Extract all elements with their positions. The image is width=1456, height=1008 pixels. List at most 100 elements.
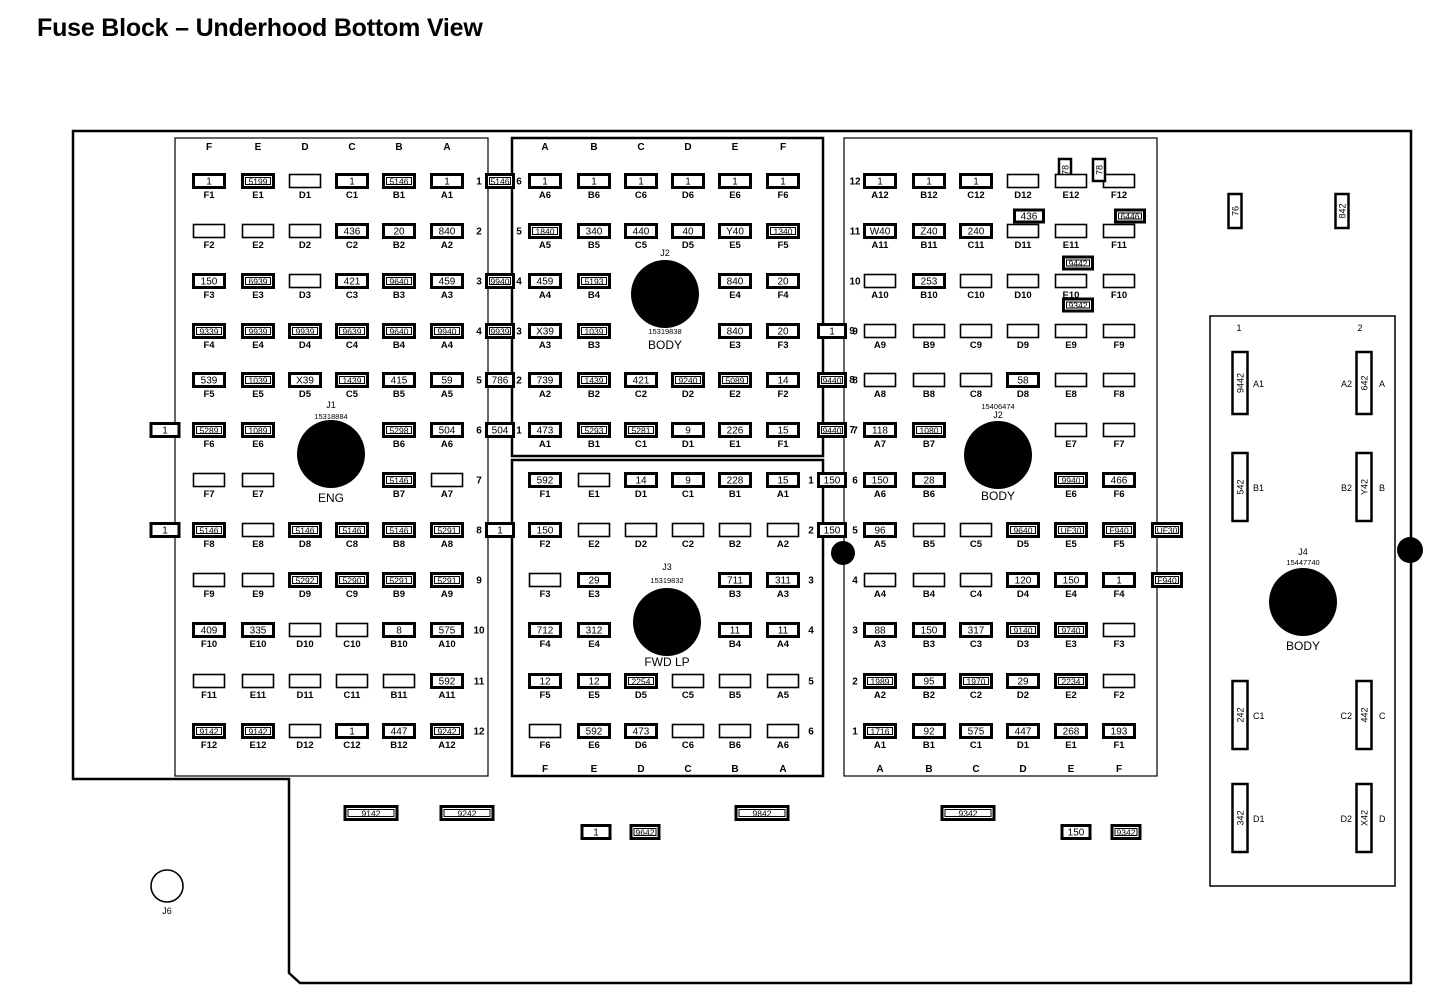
j1-cavity-terminal <box>430 223 464 239</box>
j3-pin-label: A4 <box>777 639 790 650</box>
j2-right-pin-label: C1 <box>970 740 983 751</box>
j2-right-cavity-wire-label: 9940 <box>1062 476 1081 486</box>
j2-top-pin-label: B2 <box>588 389 600 400</box>
j2-top-pin-label: B6 <box>588 190 600 201</box>
j1-pin-label: A4 <box>441 340 454 351</box>
j2-top-cavity-wire-label: 20 <box>777 327 789 338</box>
j3-cavity-terminal <box>718 472 752 488</box>
j3-cavity-wire-label: 11 <box>730 626 741 637</box>
j2-top-pin-label: E4 <box>729 290 741 301</box>
j2-right-pin-label: A5 <box>874 539 887 550</box>
j2-right-pin-label: C4 <box>970 589 983 600</box>
j3-left-terminal-terminal <box>485 522 515 538</box>
j2-right-cavity-terminal <box>959 572 993 588</box>
j1-cavity-wire-label: 6939 <box>249 277 268 287</box>
j1-cavity-terminal <box>382 673 416 689</box>
j2-right-cavity-terminal <box>1054 422 1088 438</box>
j1-pin-label: C8 <box>346 539 358 550</box>
j2-top-connector-label: BODY <box>648 338 682 352</box>
j1-panel <box>174 137 489 777</box>
j1-cavity-wire-label: 1089 <box>249 426 268 436</box>
bottom-loose-terminal-terminal-inner <box>1114 828 1138 836</box>
j2-top-pin-label: B3 <box>588 340 600 351</box>
j2-right-pin-label: E9 <box>1065 340 1077 351</box>
j2-right-cavity-terminal <box>1102 223 1136 239</box>
j2-top-cavity-wire-label: 840 <box>727 277 744 288</box>
j3-row-number: 5 <box>808 677 814 688</box>
j3-cavity-terminal <box>624 723 658 739</box>
j1-cavity-terminal <box>241 622 275 638</box>
j3-cavity-terminal <box>528 622 562 638</box>
j1-cavity-terminal <box>192 572 226 588</box>
j2-right-row-number: 6 <box>852 476 858 487</box>
j1-cavity-wire-label: 5291 <box>390 576 409 586</box>
j2-right-pin-label: F12 <box>1111 190 1127 201</box>
j2-right-cavity-terminal <box>959 323 993 339</box>
j4-pin-label: C2 <box>1340 711 1352 721</box>
j1-pin-label: B11 <box>391 690 409 701</box>
j3-side-terminal-wire-label: 150 <box>824 526 841 537</box>
j2-top-cavity-terminal-inner <box>581 426 607 434</box>
mount-hole <box>1397 537 1423 563</box>
j3-cavity-wire-label: 11 <box>778 626 789 637</box>
j2-right-pin-label: D8 <box>1017 389 1029 400</box>
j1-pin-label: E9 <box>252 589 264 600</box>
j1-pin-label: B8 <box>393 539 405 550</box>
j2-top-pin-label: B5 <box>588 240 601 251</box>
j1-cavity-wire-label: 539 <box>201 376 218 387</box>
j2-top-cavity-terminal <box>577 223 611 239</box>
j2-top-pin-label: A4 <box>539 290 552 301</box>
j2-top-cavity-wire-label: 226 <box>727 426 744 437</box>
j3-cavity-wire-label: 712 <box>537 626 554 637</box>
j2-right-cavity-wire-label: 120 <box>1015 576 1032 587</box>
j2-top-pin-label: E1 <box>729 439 741 450</box>
j2-top-cavity-terminal <box>766 273 800 289</box>
j2-right-row-number: 1 <box>852 727 858 738</box>
j1-pin-label: B5 <box>393 389 406 400</box>
j2-top-cavity-wire-label: Y40 <box>726 227 744 238</box>
j3-row-number: 6 <box>808 727 814 738</box>
standalone-terminal-wire-label: 76 <box>1231 206 1241 216</box>
j2-top-part-number: 15319838 <box>648 327 681 336</box>
bottom-loose-terminal-terminal-inner <box>443 809 491 817</box>
j2-top-cavity-wire-label: 40 <box>682 227 694 238</box>
j1-cavity-terminal <box>288 223 322 239</box>
j2-right-pin-label: A2 <box>874 690 886 701</box>
j1-cavity-terminal-inner <box>386 426 412 434</box>
j1-pin-label: A9 <box>441 589 453 600</box>
j2-right-pin-label: B1 <box>923 740 936 751</box>
j2-right-cavity-terminal <box>1102 472 1136 488</box>
j1-pin-label: B6 <box>393 439 405 450</box>
j3-cavity-wire-label: 12 <box>539 677 551 688</box>
j2-right-pin-label: A8 <box>874 389 886 400</box>
j3-cavity-wire-label: 12 <box>588 677 600 688</box>
j2-right-connector-label: BODY <box>981 489 1015 503</box>
j2-top-side-terminal-terminal <box>817 323 847 339</box>
j2-right-cavity-wire-label: 58 <box>1017 376 1029 387</box>
j2-right-extra-terminal-terminal <box>1091 157 1107 183</box>
j2-top-cavity-wire-label: 340 <box>586 227 603 238</box>
j4-right-terminal-terminal <box>1355 451 1373 523</box>
j2-right-pin-label: D9 <box>1017 340 1029 351</box>
j1-cavity-terminal-inner <box>245 277 271 285</box>
j2-right-cavity-wire-label: 268 <box>1063 727 1080 738</box>
j2-top-cavity-terminal <box>766 323 800 339</box>
j2-right-column-letter: E <box>1068 764 1075 775</box>
j1-pin-label: F8 <box>203 539 214 550</box>
j1-row-number: 11 <box>474 677 485 688</box>
j2-right-cavity-wire-label: 96 <box>874 526 886 537</box>
j2-right-cavity-terminal <box>912 572 946 588</box>
standalone-terminal-wire-label: 842 <box>1338 203 1348 218</box>
j3-pin-label: D6 <box>635 740 647 751</box>
j2-top-cavity-terminal <box>528 372 562 388</box>
j1-cavity-terminal-inner <box>434 327 460 335</box>
j2-right-cavity-wire-label: 29 <box>1017 677 1029 688</box>
j3-row-number: 1 <box>808 476 814 487</box>
j2-right-extra-terminal-terminal-inner <box>1066 259 1090 267</box>
j2-right-pin-label: E4 <box>1065 589 1077 600</box>
j1-row-number: 7 <box>476 476 482 487</box>
j2-top-pin-label: A1 <box>539 439 552 450</box>
j2-right-pin-label: F6 <box>1113 489 1124 500</box>
j2-right-cavity-terminal <box>959 522 993 538</box>
j1-cavity-terminal <box>192 173 226 189</box>
